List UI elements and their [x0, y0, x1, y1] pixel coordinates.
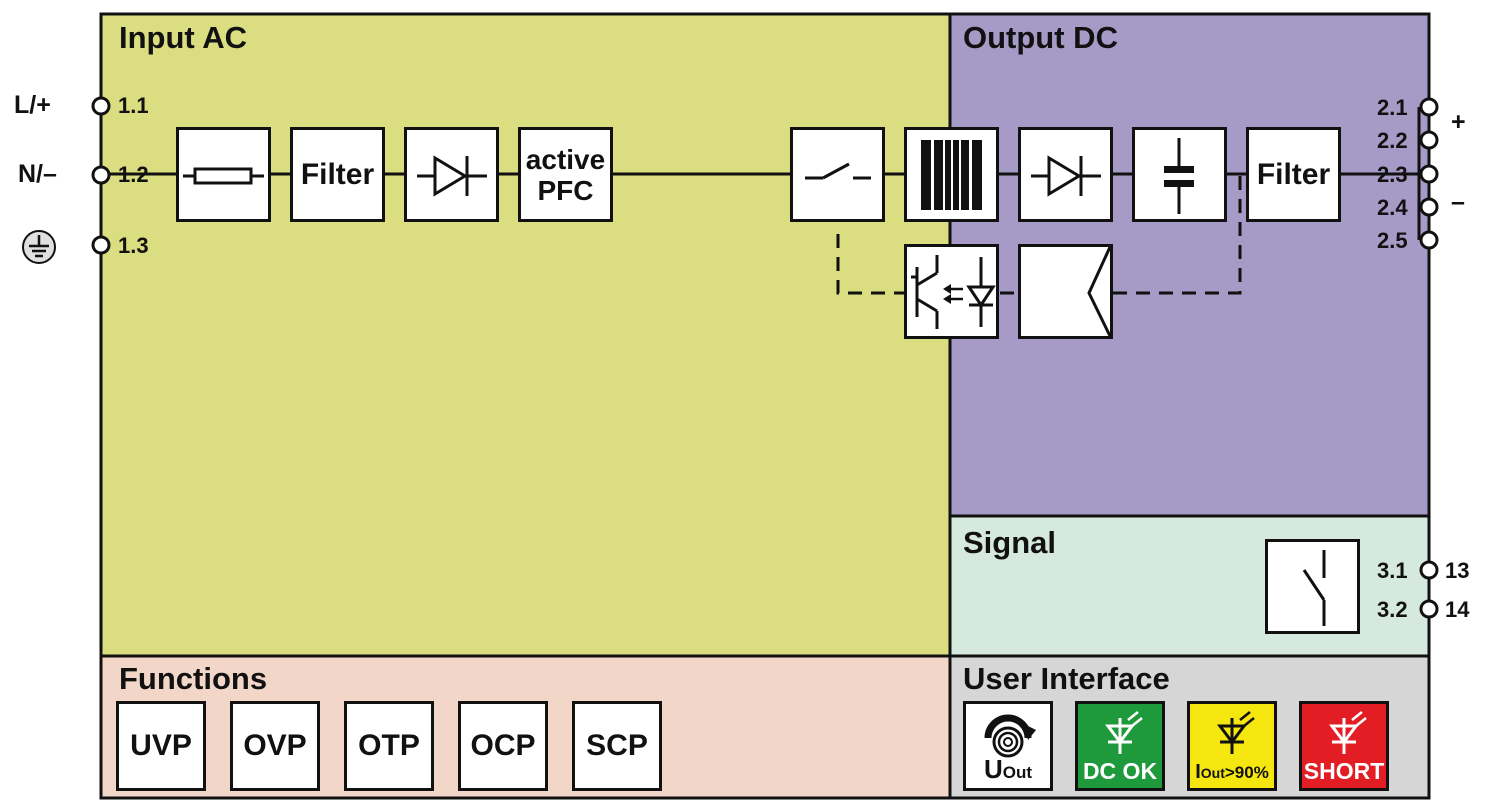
- signal-pin-3-2: 3.2: [1377, 597, 1408, 622]
- function-ovp: OVP: [230, 701, 320, 791]
- iout-label: IOut>90%: [1190, 761, 1274, 784]
- input-terminal-name-n: N/–: [18, 160, 57, 188]
- switch-block: [790, 127, 885, 222]
- led-icon: [1329, 711, 1367, 754]
- input-pin-1-2: 1.2: [118, 162, 149, 187]
- output-dc-title: Output DC: [963, 20, 1118, 55]
- diode-icon: [417, 155, 487, 197]
- output-pin-2-5: 2.5: [1377, 228, 1408, 253]
- output-filter-block: Filter: [1246, 127, 1341, 222]
- output-minus-sign: –: [1451, 188, 1465, 216]
- uout-potentiometer[interactable]: UOut: [963, 701, 1053, 791]
- output-pin-2-2: 2.2: [1377, 128, 1408, 153]
- iout-label-main: I: [1195, 761, 1201, 783]
- input-terminal-name-l: L/+: [14, 91, 51, 119]
- potentiometer-icon: [984, 714, 1036, 758]
- input-filter-block: Filter: [290, 127, 385, 222]
- iout-label-suffix: >90%: [1224, 763, 1269, 782]
- fuse-block: [176, 127, 271, 222]
- function-ocp: OCP: [458, 701, 548, 791]
- short-label: SHORT: [1303, 758, 1385, 784]
- output-pin-2-3: 2.3: [1377, 162, 1408, 187]
- pfc-label-line1: active: [525, 144, 606, 175]
- transformer-block: [904, 127, 999, 222]
- input-pin-1-1: 1.1: [118, 93, 149, 118]
- transformer-icon: [921, 140, 982, 210]
- optocoupler-icon: [911, 255, 996, 329]
- optocoupler-block: [904, 244, 999, 339]
- signal-number-13: 13: [1445, 558, 1470, 583]
- output-pin-2-4: 2.4: [1377, 195, 1408, 220]
- controller-block: [1018, 244, 1113, 339]
- diode-icon: [1031, 155, 1101, 197]
- uout-label-main: U: [983, 754, 1003, 784]
- fuse-icon: [183, 167, 264, 185]
- uout-label: UOut: [966, 754, 1050, 785]
- led-icon: [1105, 711, 1143, 754]
- dc-ok-led: DC OK: [1075, 701, 1165, 791]
- signal-title: Signal: [963, 525, 1057, 560]
- signal-relay-block: [1265, 539, 1360, 634]
- short-led: SHORT: [1299, 701, 1389, 791]
- ground-icon: [21, 229, 57, 270]
- function-otp: OTP: [344, 701, 434, 791]
- signal-pin-3-1: 3.1: [1377, 558, 1408, 583]
- uout-label-sub: Out: [1002, 763, 1033, 782]
- output-rectifier-block: [1018, 127, 1113, 222]
- controller-icon: [1087, 247, 1110, 336]
- iout-90-led: IOut>90%: [1187, 701, 1277, 791]
- output-filter-label: Filter: [1256, 158, 1331, 191]
- led-icon: [1217, 711, 1255, 754]
- dc-ok-label: DC OK: [1082, 758, 1158, 784]
- signal-number-14: 14: [1445, 597, 1470, 622]
- active-pfc-block: active PFC: [518, 127, 613, 222]
- input-ac-title: Input AC: [119, 20, 247, 55]
- user-interface-title: User Interface: [963, 661, 1170, 696]
- capacitor-block: [1132, 127, 1227, 222]
- relay-contact-icon: [1302, 550, 1326, 626]
- input-ac-panel: [101, 14, 950, 656]
- function-uvp: UVP: [116, 701, 206, 791]
- output-pin-2-1: 2.1: [1377, 95, 1408, 120]
- functions-title: Functions: [119, 661, 268, 696]
- capacitor-icon: [1164, 138, 1194, 214]
- output-plus-sign: +: [1451, 108, 1466, 136]
- function-scp: SCP: [572, 701, 662, 791]
- input-filter-label: Filter: [300, 158, 375, 191]
- pfc-label-line2: PFC: [537, 175, 594, 206]
- iout-label-sub: Out: [1200, 765, 1225, 781]
- input-rectifier-block: [404, 127, 499, 222]
- switch-icon: [805, 162, 871, 180]
- input-pin-1-3: 1.3: [118, 233, 149, 258]
